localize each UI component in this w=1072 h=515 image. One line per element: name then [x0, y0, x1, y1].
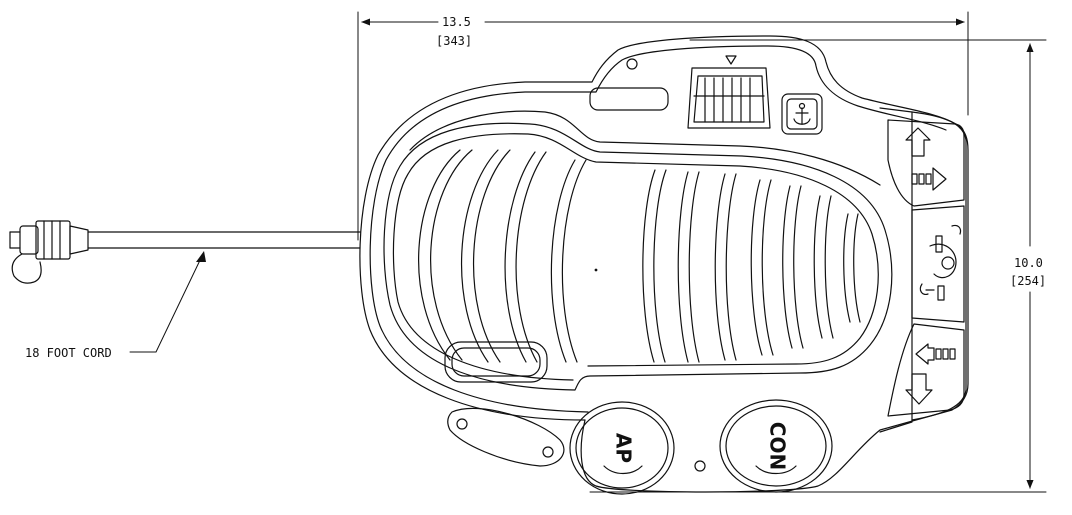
- mounting-hole-top: [626, 58, 638, 70]
- thrust-left-down-button[interactable]: [887, 323, 965, 417]
- ap-button[interactable]: AP: [569, 401, 675, 495]
- thrust-left-icon: [915, 343, 956, 365]
- thrust-right-icon: [911, 167, 947, 191]
- width-value: 13.5: [442, 15, 471, 29]
- bottom-left-grip: [447, 407, 565, 467]
- center-mark: [594, 268, 598, 272]
- width-metric: [343]: [436, 34, 472, 48]
- steering-wheel-icon: [919, 224, 962, 301]
- grip-slot: [444, 341, 548, 383]
- height-metric: [254]: [1010, 274, 1046, 288]
- down-arrow-icon: [905, 373, 933, 405]
- cord-leader: [129, 251, 206, 353]
- thumb-wheel[interactable]: [687, 67, 771, 129]
- connector-plug-icon: [9, 220, 89, 284]
- width-dimension: [357, 11, 969, 241]
- top-slot-button[interactable]: [589, 87, 669, 111]
- steering-button[interactable]: [911, 205, 965, 323]
- grip-grooves: [418, 149, 861, 363]
- con-label: CON: [766, 422, 790, 470]
- up-arrow-icon: [905, 127, 931, 157]
- remote-body: AP CON: [359, 35, 969, 495]
- height-value: 10.0: [1014, 256, 1043, 270]
- up-thrust-right-button[interactable]: [887, 119, 965, 207]
- mounting-hole-bottom: [694, 460, 706, 472]
- anchor-button[interactable]: [781, 93, 823, 135]
- con-button[interactable]: CON: [719, 399, 833, 493]
- ap-label: AP: [612, 433, 636, 463]
- cord-label: 18 FOOT CORD: [25, 346, 112, 360]
- triangle-marker-icon: [725, 55, 737, 65]
- cord: [87, 231, 361, 249]
- anchor-icon: [793, 102, 811, 125]
